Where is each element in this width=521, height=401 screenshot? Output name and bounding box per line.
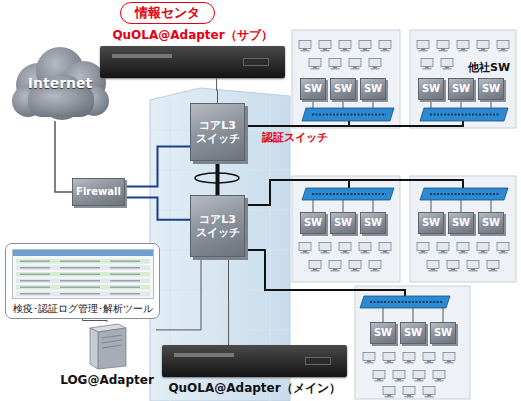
box-label: SW [452,217,470,229]
branch-buildings [292,30,516,399]
connector [228,257,229,345]
sw-box: SW [360,212,386,234]
cloud-label: Internet [28,75,92,92]
sw-box: SW [418,212,444,234]
box-label: Firewall [76,186,121,198]
tool-callout: 検疫･認証ログ管理･解析ツール [5,243,160,319]
sw-box: SW [418,78,444,100]
sw-box: SW [478,78,504,100]
box-label: SW [364,217,382,229]
server-icon [84,322,130,370]
appliance-label: QuOLA@Adapter（サブ） [112,28,272,43]
sw-box: SW [478,212,504,234]
firewall-box: Firewall [72,178,125,206]
box-label: SW [422,217,440,229]
box-label: SW [304,83,322,95]
appliance: QuOLA@Adapter（メイン） [162,345,347,396]
rack-led [243,58,269,66]
rack-led [305,357,331,365]
callout-text: 検疫･認証ログ管理･解析ツール [13,302,153,315]
sw-box: SW [448,78,474,100]
box-label: SW [422,83,440,95]
box-label: SW [482,83,500,95]
rack-device [100,46,285,78]
box-label: SW [304,217,322,229]
sw-box: SW [330,78,356,100]
appliance-label: QuOLA@Adapter（メイン） [168,381,340,396]
pc-icons [299,41,509,398]
box-label: SW [364,83,382,95]
box-label: SW [334,217,352,229]
rack-device [162,345,347,377]
sw-box: SW [360,78,386,100]
box-label: SW [374,327,392,339]
box-label: SW [404,327,422,339]
core-l3-switch: コアL3 スイッチ [190,103,245,161]
screenshot-thumbnail [12,249,154,299]
connector [125,198,190,220]
core-l3-switch: コアL3 スイッチ [190,195,245,257]
title-badge: 情報センタ [120,2,215,24]
rack-panel [174,353,234,357]
switch-label: コアL3 スイッチ [193,213,243,239]
sw-box: SW [370,322,396,344]
connector [83,319,108,322]
sw-box: SW [300,78,326,100]
appliance: QuOLA@Adapter（サブ） [100,28,285,78]
internet-cloud: Internet [10,45,110,121]
connector [216,78,218,103]
log-server: LOG@Adapter [58,322,156,388]
box-label: SW [434,327,452,339]
uplink-wires [245,121,463,296]
box-label: SW [452,83,470,95]
callout-label: 他社SW [468,61,510,74]
connector [156,257,201,330]
connector [216,161,220,195]
drop-wires [313,100,491,322]
sw-box: SW [430,322,456,344]
sw-box: SW [300,212,326,234]
switch-ports [312,115,500,303]
sw-box: SW [448,212,474,234]
connector [125,147,190,187]
auth-switches [302,108,508,308]
sw-box: SW [330,212,356,234]
connector [55,121,72,192]
server-label: LOG@Adapter [60,373,154,388]
switch-label: コアL3 スイッチ [193,119,243,145]
sw-box: SW [400,322,426,344]
rack-panel [112,54,172,58]
box-label: SW [482,217,500,229]
box-label: SW [334,83,352,95]
callout-label: 認証スイッチ [262,131,328,144]
